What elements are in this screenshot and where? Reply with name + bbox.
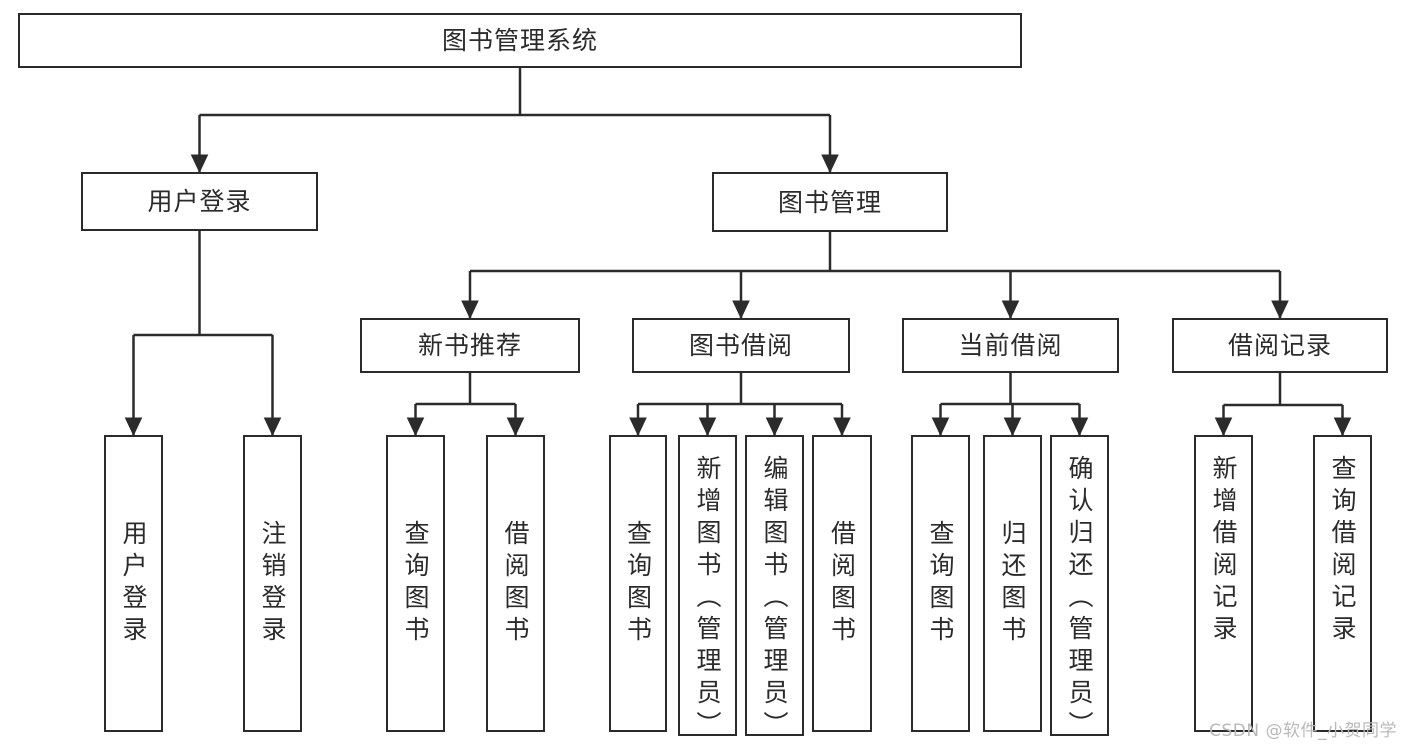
arrowhead-leaf-borrow-book-2 bbox=[833, 417, 851, 437]
arrowhead-user-login bbox=[190, 154, 209, 174]
node-current-borrow[interactable]: 当前借阅 bbox=[902, 318, 1119, 373]
node-label: 用户登录 bbox=[147, 187, 252, 216]
node-leaf-confirm-return[interactable]: 确认归还（管理员） bbox=[1050, 435, 1109, 743]
node-label: 借阅图书 bbox=[501, 519, 530, 648]
node-label: 注销登录 bbox=[258, 519, 287, 648]
node-label: 借阅图书 bbox=[827, 519, 857, 648]
node-book-borrow[interactable]: 图书借阅 bbox=[632, 318, 850, 373]
node-label: 归还图书 bbox=[998, 519, 1027, 648]
node-label: 查询图书 bbox=[926, 519, 955, 648]
node-leaf-add-record[interactable]: 新增借阅记录 bbox=[1194, 435, 1253, 732]
arrowhead-leaf-user-login bbox=[124, 417, 143, 437]
node-borrow-record[interactable]: 借阅记录 bbox=[1172, 318, 1388, 373]
node-leaf-query-book-2[interactable]: 查询图书 bbox=[609, 435, 667, 732]
node-leaf-add-book[interactable]: 新增图书（管理员） bbox=[678, 435, 737, 743]
node-label: 确认归还（管理员） bbox=[1065, 455, 1094, 743]
node-label: 新增图书（管理员） bbox=[693, 455, 722, 743]
node-label: 查询图书 bbox=[401, 519, 430, 648]
arrowhead-book-borrow bbox=[732, 300, 750, 320]
node-root[interactable]: 图书管理系统 bbox=[18, 13, 1022, 68]
node-user-login[interactable]: 用户登录 bbox=[81, 172, 318, 231]
node-label: 图书借阅 bbox=[688, 331, 793, 360]
node-label: 图书管理系统 bbox=[441, 26, 598, 55]
node-label: 用户登录 bbox=[119, 519, 148, 648]
arrowhead-leaf-borrow-book-1 bbox=[506, 417, 525, 437]
watermark: CSDN @软件_小贺同学 bbox=[1209, 721, 1397, 741]
arrowhead-leaf-query-record bbox=[1333, 417, 1352, 437]
node-book-management[interactable]: 图书管理 bbox=[712, 172, 948, 232]
node-label: 查询图书 bbox=[623, 519, 653, 648]
arrowhead-new-book-recommend bbox=[461, 300, 479, 320]
node-leaf-return-book[interactable]: 归还图书 bbox=[983, 435, 1042, 732]
node-leaf-query-record[interactable]: 查询借阅记录 bbox=[1313, 435, 1372, 732]
node-label: 当前借阅 bbox=[958, 331, 1063, 360]
node-leaf-borrow-book-2[interactable]: 借阅图书 bbox=[812, 435, 872, 732]
arrowhead-leaf-confirm-return bbox=[1070, 417, 1089, 437]
arrowhead-book-management bbox=[821, 154, 839, 174]
arrowhead-leaf-logout bbox=[263, 417, 282, 437]
node-label: 借阅记录 bbox=[1227, 331, 1332, 360]
arrowhead-leaf-add-record bbox=[1214, 417, 1233, 437]
node-leaf-borrow-book-1[interactable]: 借阅图书 bbox=[486, 435, 545, 732]
node-label: 查询借阅记录 bbox=[1328, 455, 1357, 647]
node-label: 新书推荐 bbox=[417, 331, 522, 360]
node-label: 新增借阅记录 bbox=[1209, 455, 1238, 647]
node-leaf-query-book-1[interactable]: 查询图书 bbox=[386, 435, 445, 732]
arrowhead-leaf-return-book bbox=[1003, 417, 1022, 437]
node-leaf-edit-book[interactable]: 编辑图书（管理员） bbox=[745, 435, 804, 743]
node-leaf-user-login[interactable]: 用户登录 bbox=[104, 435, 163, 732]
arrowhead-leaf-query-book-1 bbox=[406, 417, 425, 437]
node-leaf-query-book-3[interactable]: 查询图书 bbox=[911, 435, 970, 732]
node-leaf-logout[interactable]: 注销登录 bbox=[243, 435, 302, 732]
node-new-book-recommend[interactable]: 新书推荐 bbox=[360, 318, 580, 373]
arrowhead-leaf-add-book bbox=[698, 417, 717, 437]
arrowhead-leaf-query-book-2 bbox=[629, 417, 647, 437]
arrowhead-leaf-edit-book bbox=[765, 417, 784, 437]
arrowhead-current-borrow bbox=[1001, 300, 1020, 320]
arrowhead-borrow-record bbox=[1271, 300, 1289, 320]
node-label: 编辑图书（管理员） bbox=[760, 455, 789, 743]
arrowhead-leaf-query-book-3 bbox=[931, 417, 950, 437]
node-label: 图书管理 bbox=[777, 187, 882, 217]
